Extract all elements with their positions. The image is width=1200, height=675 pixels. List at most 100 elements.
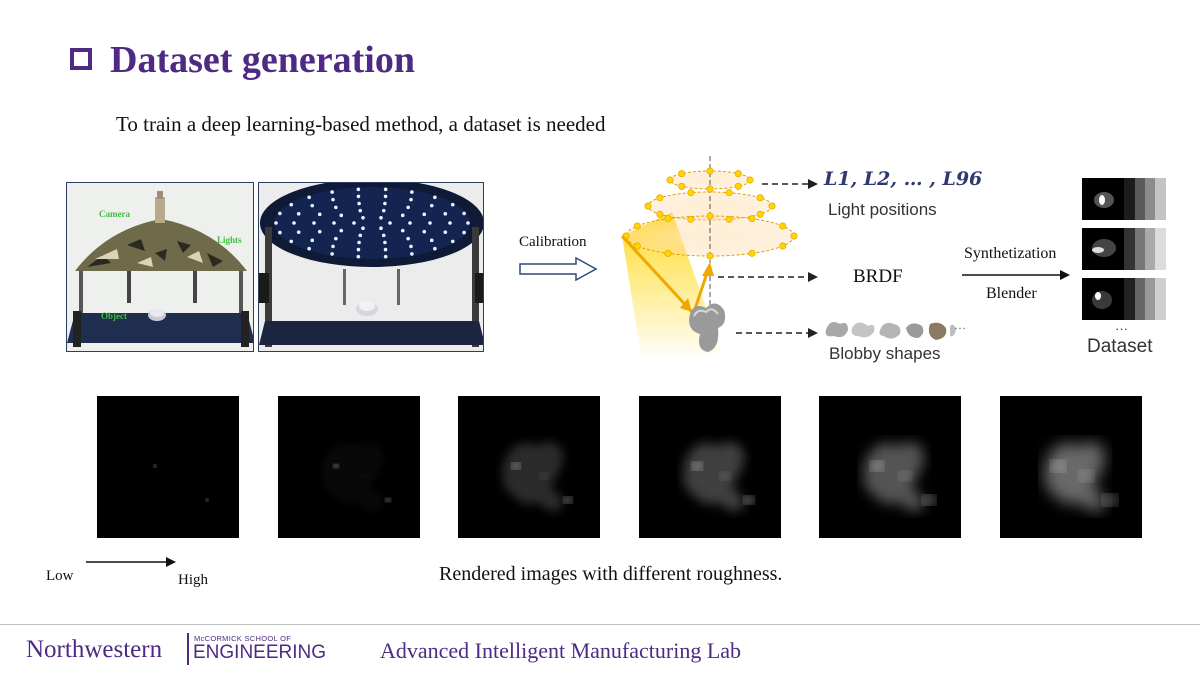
dome-light-dot <box>296 230 301 235</box>
roughness-caption: Rendered images with different roughness… <box>439 563 783 585</box>
light-position-dot <box>687 215 695 223</box>
rendered-blob-body <box>322 442 384 511</box>
dome-light-dot <box>406 236 410 241</box>
dome-light-dot <box>334 205 338 210</box>
synthetization-label: Synthetization <box>964 245 1057 262</box>
light-position-dot <box>748 249 756 257</box>
dome-light-dot <box>400 228 405 233</box>
dome-light-dot <box>332 221 336 225</box>
dome-light-dot <box>443 230 448 235</box>
dome-light-dot <box>307 246 311 251</box>
setup-photo-umbrella: Camera Lights Object <box>66 182 254 352</box>
dome-light-dot <box>410 252 414 256</box>
light-position-dot <box>656 194 664 202</box>
dome-light-dot <box>450 239 455 244</box>
camera-callout: Camera <box>99 209 130 219</box>
light-position-dot <box>664 249 672 257</box>
dome-light-dot <box>312 221 316 225</box>
specular-highlight <box>870 461 884 471</box>
dome-light-dot <box>352 221 356 225</box>
dome-light-dot <box>331 244 335 249</box>
rendered-blob-body <box>1044 442 1106 511</box>
dome-light-dot <box>361 226 365 230</box>
dataset-label: Dataset <box>1087 336 1153 357</box>
light-symbols-label: L1, L2, … , L96 <box>824 168 983 190</box>
light-position-dot <box>734 182 742 190</box>
dashed-arrow-brdf <box>718 272 818 282</box>
dome-light-dot <box>383 247 388 252</box>
logo-divider <box>187 633 189 665</box>
dome-light-dot <box>406 205 410 210</box>
title-square-icon <box>70 48 92 70</box>
specular-highlight <box>719 472 731 480</box>
light-positions-label: Light positions <box>828 200 937 219</box>
dome-light-dot <box>383 201 387 206</box>
lab-name: Advanced Intelligent Manufacturing Lab <box>380 638 742 663</box>
roughness-scale-arrow-icon <box>86 557 176 567</box>
specular-highlight <box>922 495 936 505</box>
dome-light-dot <box>408 221 412 225</box>
footer-divider <box>0 624 1200 625</box>
specular-highlight <box>539 472 549 480</box>
dome-light-dot <box>448 221 452 225</box>
slide-title: Dataset generation <box>110 39 415 81</box>
dome-light-dot <box>409 244 413 249</box>
dome-light-dot <box>292 221 296 225</box>
light-position-dot <box>748 215 756 223</box>
dome-light-dot <box>289 202 294 207</box>
dome-light-dot <box>422 212 427 217</box>
light-position-dot <box>644 202 652 210</box>
dome-light-dot <box>278 211 282 216</box>
dome-light-dot <box>383 254 388 259</box>
light-position-dot <box>633 242 641 250</box>
specular-highlight <box>1102 494 1118 506</box>
light-position-dots <box>622 167 798 260</box>
dome-light-dot <box>310 238 315 243</box>
dome-light-dot <box>388 221 392 225</box>
dome-light-dot <box>379 216 383 220</box>
specular-highlight <box>898 471 912 481</box>
light-position-dot <box>666 176 674 184</box>
specular-highlight <box>1078 470 1094 482</box>
dataset-ellipsis: … <box>1115 318 1128 333</box>
dome-light-dot <box>357 201 361 206</box>
dome-light-dot <box>409 197 413 202</box>
dome-light-dot <box>358 208 363 213</box>
dome-light-dot <box>310 203 315 208</box>
dome-light-dot <box>383 240 387 245</box>
dome-light-dot <box>381 208 386 213</box>
dome-light-dots <box>274 187 470 259</box>
light-position-dot <box>768 202 776 210</box>
object-callout: Object <box>101 311 127 321</box>
dome-light-dot <box>383 187 388 192</box>
dome-light-dot <box>339 228 344 233</box>
specular-highlight <box>205 498 209 502</box>
light-position-dot <box>779 242 787 250</box>
rendered-blob-body <box>683 442 745 511</box>
render-roughness-5 <box>819 396 961 538</box>
light-position-dot <box>725 215 733 223</box>
dome-light-dot <box>428 221 432 225</box>
dome-light-dot <box>289 239 294 244</box>
dome-light-dot <box>462 230 466 235</box>
dome-light-dot <box>339 213 344 218</box>
dome-light-dot <box>400 213 405 218</box>
shapes-ellipsis: … <box>954 318 966 332</box>
dome-light-dot <box>307 195 311 200</box>
dome-light-dot <box>462 211 466 216</box>
northwestern-logo-text: Northwestern <box>26 636 163 663</box>
slide-subtitle: To train a deep learning-based method, a… <box>116 112 606 136</box>
dome-light-dot <box>429 238 434 243</box>
light-position-dot <box>706 212 714 220</box>
dome-light-dot <box>429 203 434 208</box>
umbrella-setup-illustration <box>67 183 253 351</box>
render-roughness-3 <box>458 396 600 538</box>
specular-highlight <box>691 462 703 470</box>
roughness-low-label: Low <box>46 568 74 584</box>
specular-highlight <box>511 462 521 470</box>
specular-highlight <box>361 474 367 478</box>
roughness-high-label: High <box>178 572 208 588</box>
specular-highlight <box>153 464 157 468</box>
dome-light-dot <box>357 240 361 245</box>
light-position-dot <box>664 215 672 223</box>
